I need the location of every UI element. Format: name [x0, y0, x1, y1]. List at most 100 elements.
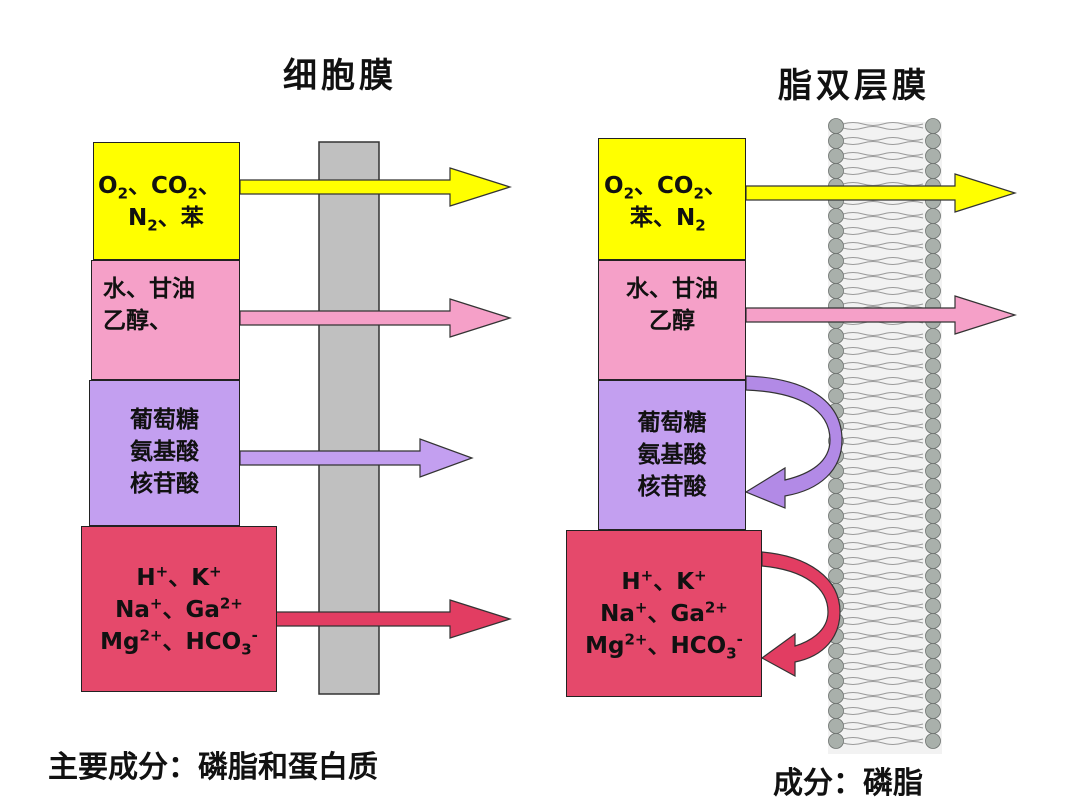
- lipid-head: [925, 718, 941, 734]
- lipid-head: [828, 388, 844, 404]
- lipid-tail: [842, 437, 924, 445]
- lipid-tail: [842, 617, 924, 625]
- lipid-head: [828, 688, 844, 704]
- lipid-head: [925, 238, 941, 254]
- lipid-tail: [842, 737, 924, 745]
- lipid-head: [828, 133, 844, 149]
- lipid-tail: [842, 527, 924, 535]
- lipid-head: [925, 208, 941, 224]
- lipid-head: [925, 163, 941, 179]
- lipid-head: [925, 358, 941, 374]
- lipid-tail: [842, 167, 924, 175]
- lipid-tail: [842, 422, 924, 430]
- lipid-tail: [842, 332, 924, 340]
- lipid-tail: [842, 362, 924, 370]
- arrow-organics-left: [239, 438, 474, 478]
- lipid-head: [925, 553, 941, 569]
- left-box-gases: [93, 142, 240, 260]
- lipid-head: [828, 148, 844, 164]
- lipid-head: [828, 328, 844, 344]
- lipid-tail: [842, 647, 924, 655]
- lipid-head: [925, 403, 941, 419]
- arrow-ions-bounce: [760, 551, 841, 678]
- title-lipid-bilayer: 脂双层膜: [778, 66, 930, 106]
- lipid-head: [828, 523, 844, 539]
- left-box-ions-text: H+、K+ Na+、Ga2+ Mg2+、HCO3-: [100, 562, 258, 659]
- lipid-head: [828, 253, 844, 269]
- lipid-head: [925, 373, 941, 389]
- lipid-tail: [842, 227, 924, 235]
- lipid-tail: [842, 557, 924, 565]
- right-box-polar: [598, 260, 746, 380]
- arrow-polar-left: [239, 298, 512, 338]
- lipid-head: [925, 223, 941, 239]
- arrow-gases-left: [239, 167, 512, 207]
- lipid-head: [925, 703, 941, 719]
- lipid-head: [925, 598, 941, 614]
- lipid-tail: [842, 407, 924, 415]
- lipid-tail: [842, 272, 924, 280]
- lipid-head: [925, 568, 941, 584]
- lipid-head: [828, 733, 844, 749]
- lipid-head: [925, 148, 941, 164]
- lipid-head: [925, 673, 941, 689]
- lipid-head: [828, 493, 844, 509]
- lipid-head: [925, 613, 941, 629]
- lipid-head: [925, 508, 941, 524]
- lipid-head: [925, 133, 941, 149]
- lipid-head: [925, 253, 941, 269]
- lipid-head: [828, 643, 844, 659]
- title-cell-membrane: 细胞膜: [283, 56, 397, 96]
- arrow-gases-right: [745, 173, 1017, 213]
- lipid-tail: [842, 287, 924, 295]
- lipid-head: [828, 718, 844, 734]
- lipid-tail: [842, 722, 924, 730]
- lipid-head: [828, 658, 844, 674]
- lipid-head: [925, 433, 941, 449]
- right-box-organics-text: 葡萄糖 氨基酸 核苷酸: [637, 410, 707, 500]
- right-box-ions: [566, 530, 762, 697]
- lipid-tail: [842, 392, 924, 400]
- lipid-head: [925, 388, 941, 404]
- lipid-tail: [842, 137, 924, 145]
- lipid-tail: [842, 602, 924, 610]
- lipid-head: [828, 163, 844, 179]
- lipid-head: [828, 118, 844, 134]
- lipid-tail: [842, 677, 924, 685]
- lipid-head: [925, 283, 941, 299]
- lipid-head: [828, 538, 844, 554]
- lipid-head: [828, 373, 844, 389]
- right-box-gases-text: O2、CO2、 苯、N2: [604, 173, 727, 235]
- lipid-tail: [842, 152, 924, 160]
- lipid-head: [828, 673, 844, 689]
- lipid-head: [925, 493, 941, 509]
- caption-left: 主要成分：磷脂和蛋白质: [48, 750, 378, 785]
- lipid-tail: [842, 242, 924, 250]
- right-box-gases: [598, 138, 746, 260]
- lipid-head: [925, 523, 941, 539]
- arrow-polar-right: [745, 295, 1017, 335]
- lipid-head: [828, 268, 844, 284]
- lipid-head: [925, 268, 941, 284]
- lipid-head: [925, 643, 941, 659]
- lipid-head: [925, 463, 941, 479]
- lipid-head: [925, 418, 941, 434]
- left-box-ions: [81, 526, 277, 692]
- arrow-organics-bounce: [744, 375, 843, 509]
- lipid-head: [828, 508, 844, 524]
- lipid-head: [828, 553, 844, 569]
- lipid-tail: [842, 467, 924, 475]
- lipid-head: [925, 583, 941, 599]
- lipid-head: [828, 358, 844, 374]
- lipid-head: [925, 658, 941, 674]
- lipid-head: [925, 688, 941, 704]
- right-box-ions-text: H+、K+ Na+、Ga2+ Mg2+、HCO3-: [585, 566, 743, 663]
- lipid-tail: [842, 587, 924, 595]
- lipid-head: [925, 343, 941, 359]
- lipid-head: [828, 238, 844, 254]
- lipid-head: [828, 343, 844, 359]
- lipid-tail: [842, 122, 924, 130]
- lipid-tail: [842, 452, 924, 460]
- left-box-organics-text: 葡萄糖 氨基酸 核苷酸: [130, 407, 199, 497]
